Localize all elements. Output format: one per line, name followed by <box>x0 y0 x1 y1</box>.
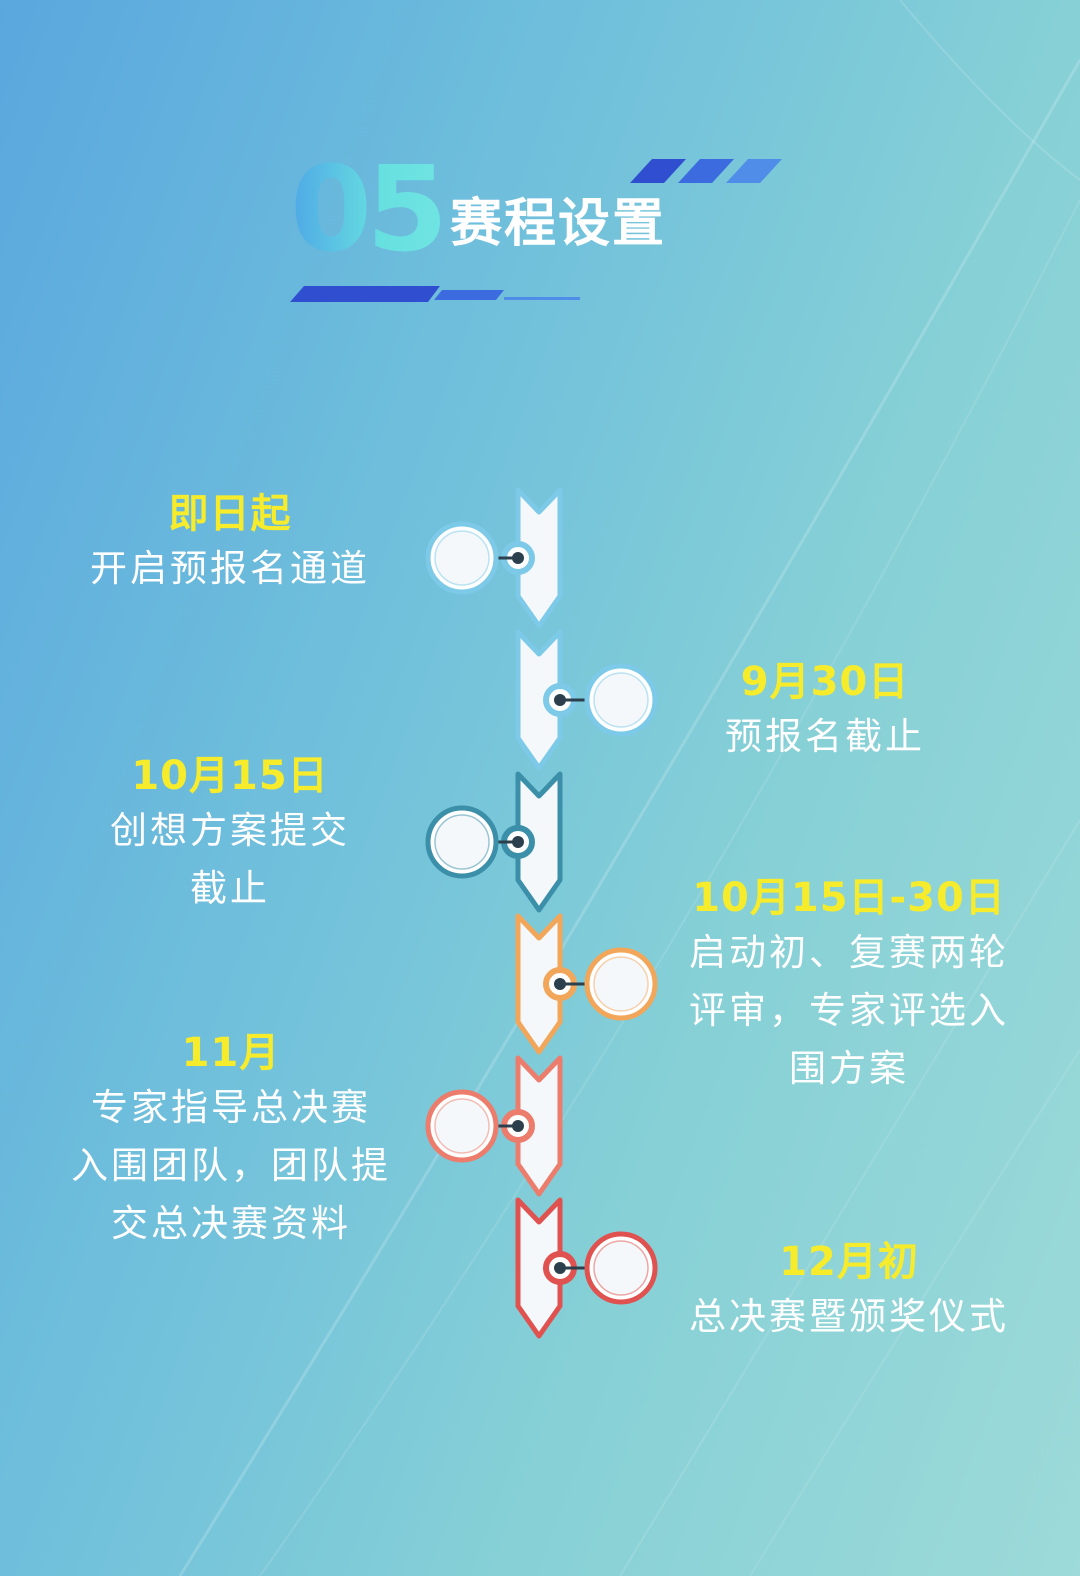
section-number: 05 <box>290 140 448 278</box>
schedule-item-3: 10月15日 创想方案提交 截止 <box>70 750 390 918</box>
schedule-date: 10月15日 <box>131 753 329 799</box>
schedule-desc: 开启预报名通道 <box>90 547 370 590</box>
timeline-segment <box>515 629 563 771</box>
timeline-segment <box>515 913 563 1055</box>
header-underline <box>290 286 580 302</box>
schedule-item-5: 11月 专家指导总决赛 入围团队，团队提 交总决赛资料 <box>44 1027 418 1253</box>
schedule-desc: 启动初、复赛两轮 评审，专家评选入 围方案 <box>689 931 1009 1090</box>
header-stripes <box>630 159 782 183</box>
schedule-date: 即日起 <box>168 491 292 537</box>
schedule-date: 9月30日 <box>740 659 910 705</box>
timeline-segment <box>515 1055 563 1197</box>
schedule-desc: 预报名截止 <box>725 715 925 758</box>
schedule-date: 12月初 <box>779 1239 919 1285</box>
schedule-date: 10月15日-30日 <box>692 875 1006 921</box>
schedule-item-4: 10月15日-30日 启动初、复赛两轮 评审，专家评选入 围方案 <box>662 872 1036 1098</box>
timeline-node-inner <box>593 1240 649 1296</box>
timeline-node-inner <box>434 1098 490 1154</box>
timeline-node-inner <box>593 672 649 728</box>
timeline-segment <box>515 487 563 629</box>
schedule-desc: 总决赛暨颁奖仪式 <box>689 1295 1009 1338</box>
timeline-node-inner <box>593 956 649 1012</box>
timeline-segment <box>515 771 563 913</box>
schedule-date: 11月 <box>181 1030 281 1076</box>
section-title: 赛程设置 <box>450 194 667 254</box>
timeline-node-inner <box>434 814 490 870</box>
schedule-desc: 创想方案提交 截止 <box>110 809 350 910</box>
schedule-desc: 专家指导总决赛 入围团队，团队提 交总决赛资料 <box>71 1086 391 1245</box>
schedule-item-1: 即日起 开启预报名通道 <box>60 488 400 598</box>
schedule-item-2: 9月30日 预报名截止 <box>680 656 970 766</box>
timeline-segment <box>515 1197 563 1339</box>
timeline-node-inner <box>434 530 490 586</box>
schedule-item-6: 12月初 总决赛暨颁奖仪式 <box>662 1236 1036 1346</box>
